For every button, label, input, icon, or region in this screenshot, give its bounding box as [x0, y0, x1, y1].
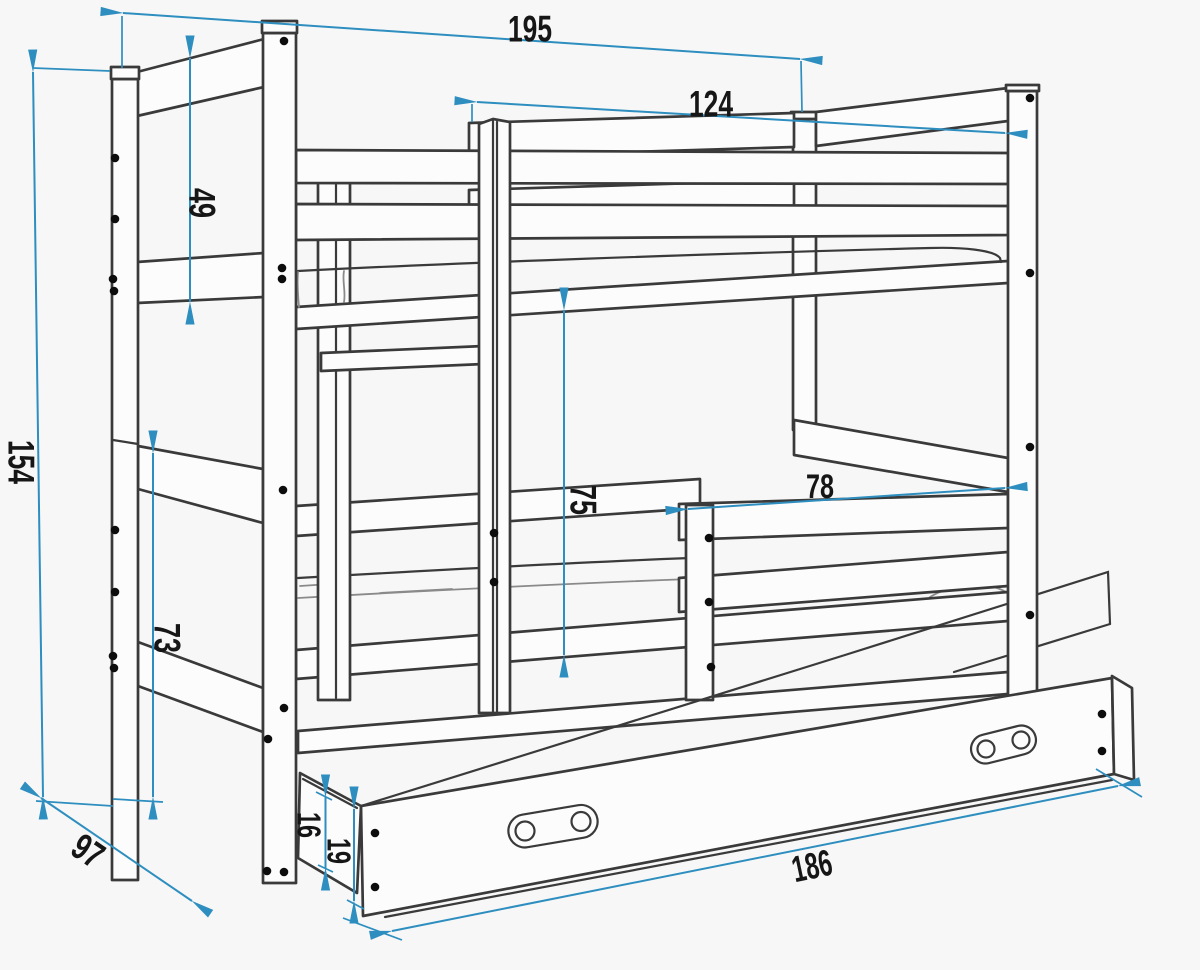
svg-text:73: 73 [147, 623, 188, 653]
svg-text:124: 124 [689, 84, 733, 125]
svg-text:78: 78 [806, 468, 834, 506]
svg-text:154: 154 [1, 440, 42, 484]
svg-text:195: 195 [508, 9, 552, 50]
svg-text:19: 19 [321, 838, 358, 864]
svg-text:16: 16 [291, 812, 328, 838]
svg-text:75: 75 [563, 485, 604, 515]
svg-text:186: 186 [788, 842, 836, 890]
svg-text:49: 49 [182, 188, 223, 218]
